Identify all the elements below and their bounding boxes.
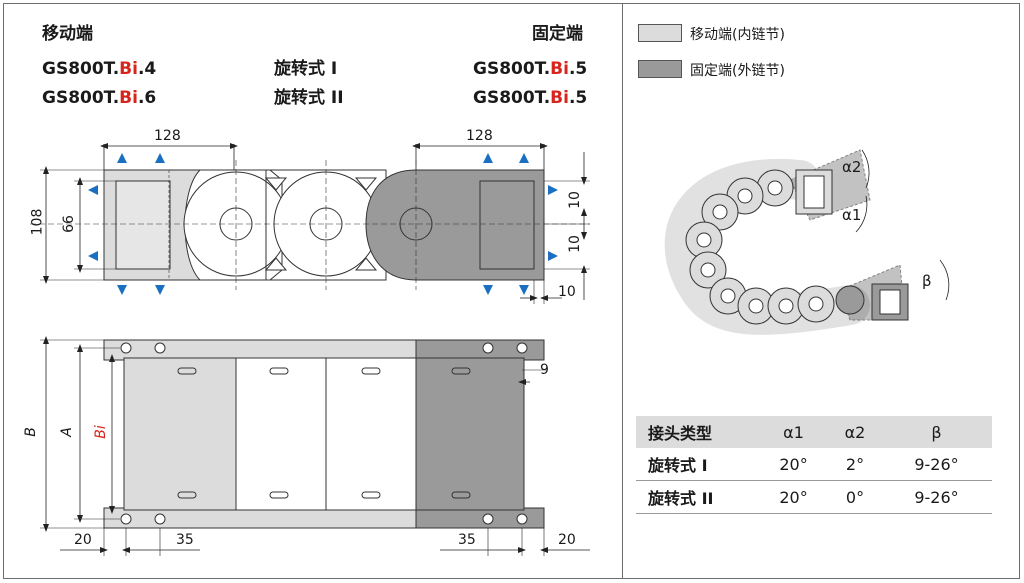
table-cell: 9-26° bbox=[914, 454, 959, 474]
moving-part-number-2: GS800T.Bi.6 bbox=[42, 88, 157, 108]
fixed-end-title: 固定端 bbox=[532, 24, 583, 44]
moving-part-number-1: GS800T.Bi.4 bbox=[42, 59, 157, 79]
table-header: 接头类型 bbox=[636, 416, 758, 448]
top-view-drawing bbox=[40, 336, 590, 556]
dim-20-left: 20 bbox=[74, 532, 92, 548]
table-row: 旋转式 II 20° 0° 9-26° bbox=[636, 481, 992, 514]
swivel-type-1: 旋转式 I bbox=[274, 59, 338, 79]
legend-swatch-fixed bbox=[638, 60, 682, 78]
legend-label-moving: 移动端(内链节) bbox=[690, 27, 785, 43]
outer-frame bbox=[3, 3, 1020, 579]
side-view-drawing bbox=[30, 143, 590, 304]
fixed-part-number-1: GS800T.Bi.5 bbox=[473, 59, 588, 79]
swivel-type-2: 旋转式 II bbox=[274, 88, 344, 108]
legend-label-fixed: 固定端(外链节) bbox=[690, 63, 785, 79]
moving-end-title: 移动端 bbox=[42, 24, 93, 44]
legend-swatch-moving bbox=[638, 24, 682, 42]
dim-width-right: 128 bbox=[466, 128, 493, 144]
angle-beta-label: β bbox=[922, 272, 932, 290]
table-cell: 0° bbox=[845, 487, 865, 507]
angle-alpha1-label: α1 bbox=[842, 206, 862, 224]
angle-alpha2-label: α2 bbox=[842, 158, 862, 176]
table-row: 旋转式 I 20° 2° 9-26° bbox=[636, 448, 992, 481]
dim-35-right: 35 bbox=[458, 532, 476, 548]
joint-type-table: 接头类型 α1 α2 β 旋转式 I 20° 2° 9-26° 旋转式 II 2… bbox=[636, 416, 992, 514]
table-header: α1 bbox=[758, 416, 830, 448]
table-header: β bbox=[880, 416, 992, 448]
table-cell: 20° bbox=[779, 454, 808, 474]
table-cell: 20° bbox=[779, 487, 808, 507]
dim-35-left: 35 bbox=[176, 532, 194, 548]
dim-20-right: 20 bbox=[558, 532, 576, 548]
table-header-row: 接头类型 α1 α2 β bbox=[636, 416, 992, 448]
table-cell: 2° bbox=[845, 454, 865, 474]
table-header: α2 bbox=[829, 416, 881, 448]
dim-gap-10-c: 10 bbox=[558, 284, 576, 300]
dim-width-left: 128 bbox=[154, 128, 181, 144]
table-cell: 旋转式 I bbox=[648, 456, 708, 475]
table-cell: 9-26° bbox=[914, 487, 959, 507]
dim-9: 9 bbox=[540, 362, 549, 378]
panel-divider bbox=[622, 3, 623, 579]
table-cell: 旋转式 II bbox=[648, 489, 714, 508]
fixed-part-number-2: GS800T.Bi.5 bbox=[473, 88, 588, 108]
